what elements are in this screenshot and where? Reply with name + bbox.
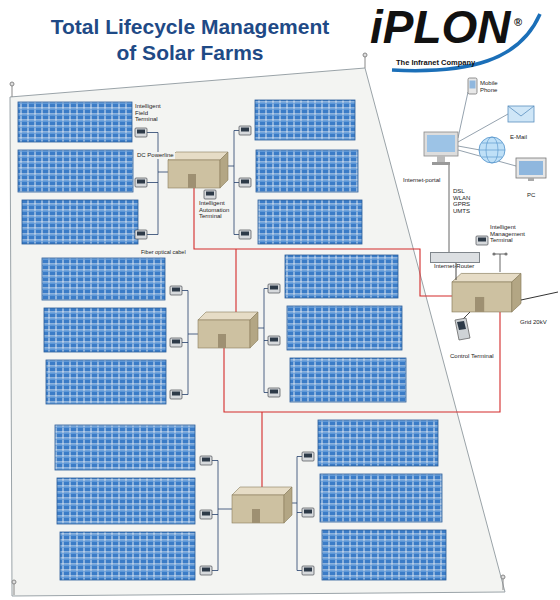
label-slot: Control Terminal: [450, 344, 494, 362]
device-label: Mobile Phone: [480, 80, 508, 93]
inverter-houses: [168, 152, 521, 523]
label-slot: iPLON: [370, 4, 511, 50]
logo-text: iPLON: [370, 4, 511, 50]
device-label: E-Mail: [510, 134, 527, 141]
lamp-poles: [10, 53, 505, 595]
label-slot: Intelligent Field Terminal: [134, 103, 166, 123]
label-slot: Intelligent Automation Terminal: [198, 200, 232, 220]
logo-tagline: The Infranet Company: [396, 59, 475, 67]
field-terminals: [135, 126, 488, 575]
link-type-label: DSL WLAN GPRS UMTS: [453, 188, 475, 214]
grid-label: Grid 20kV: [520, 319, 547, 326]
label-slot: E-Mail: [510, 125, 527, 143]
cable-label: DC Powerline: [136, 152, 175, 159]
device-label: Internet-portal: [402, 177, 441, 184]
internet-devices: [424, 78, 546, 252]
router-box: Internet-Router: [430, 252, 480, 263]
label-slot: Mobile Phone: [480, 80, 508, 93]
solar-arrays: [18, 100, 446, 580]
terminal-label: Intelligent Field Terminal: [134, 103, 166, 123]
label-slot: Intelligent Management Terminal: [490, 224, 530, 244]
label-slot: ®: [514, 12, 522, 30]
terminal-label: Intelligent Automation Terminal: [198, 200, 232, 220]
cable-label: Fiber optical cabel: [140, 249, 187, 255]
label-slot: PC: [527, 183, 535, 201]
trademark-mark: ®: [514, 16, 522, 28]
label-slot: Internet-portal: [402, 168, 441, 186]
page-title: Total Lifecycle Management of Solar Farm…: [45, 14, 335, 67]
device-label: PC: [527, 192, 535, 199]
label-slot: Grid 20kV: [520, 310, 547, 328]
label-slot: Fiber optical cabel: [140, 240, 187, 258]
title-slot: Total Lifecycle Management of Solar Farm…: [45, 14, 335, 67]
label-slot: DSL WLAN GPRS UMTS: [453, 188, 475, 214]
label-slot: The Infranet Company: [396, 51, 475, 69]
router-label: Internet-Router: [434, 263, 474, 270]
fiber-cable: [194, 188, 500, 487]
terminal-label: Control Terminal: [450, 353, 494, 360]
farm-field: [10, 68, 505, 596]
terminal-label: Intelligent Management Terminal: [490, 224, 530, 244]
label-slot: DC Powerline: [136, 143, 175, 161]
